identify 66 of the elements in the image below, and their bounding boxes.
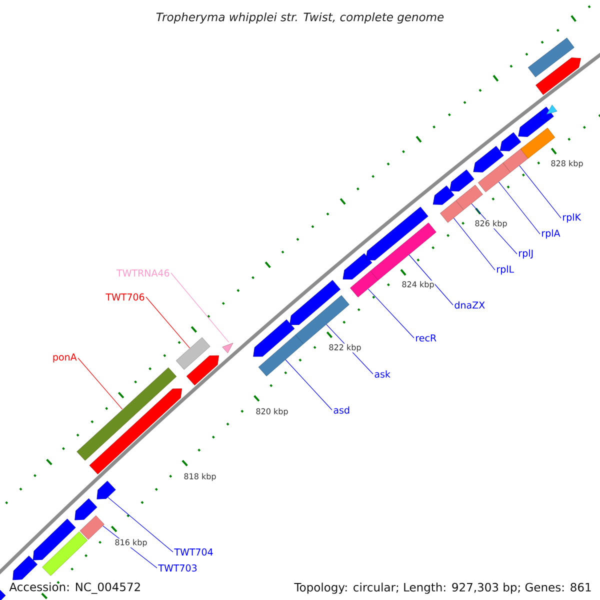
gene-block <box>500 132 522 152</box>
gene-block <box>96 480 116 500</box>
scale-label: 820 kbp <box>255 408 289 416</box>
gene-bar <box>478 162 511 192</box>
gene-label: ask <box>374 370 390 378</box>
leader-line <box>408 254 454 306</box>
gene-bar <box>440 200 464 223</box>
gene-block <box>89 388 182 474</box>
gene-block <box>342 253 372 280</box>
gene-triangle <box>546 104 558 114</box>
gene-bar <box>502 147 530 173</box>
gene-block <box>32 518 76 560</box>
scale-label: 824 kbp <box>401 280 435 290</box>
gene-block <box>253 319 295 357</box>
leader-line <box>285 359 332 410</box>
leader-line <box>170 272 230 343</box>
gene-block <box>540 106 554 121</box>
leader-line <box>78 358 123 410</box>
gene-block <box>450 170 474 192</box>
gene-block <box>473 146 504 172</box>
accession-label: Accession: NC_004572 <box>9 582 140 594</box>
title: Tropheryma whipplei str. Twist, complete genome <box>156 12 444 24</box>
scale-label: 816 kbp <box>114 538 148 548</box>
gene-bar <box>295 295 350 344</box>
gene-block <box>432 186 454 205</box>
gene-label: asd <box>334 406 350 414</box>
gene-block <box>186 355 219 386</box>
gene-label: recR <box>416 334 436 342</box>
gene-bar <box>350 270 378 298</box>
gene-label: TWT704 <box>174 548 213 556</box>
gene-bar <box>80 515 104 540</box>
scale-label: 818 kbp <box>183 472 217 482</box>
gene-block <box>518 111 548 137</box>
leader-line <box>519 165 562 218</box>
scale-label: 828 kbp <box>550 160 584 168</box>
gene-label: TWT703 <box>158 564 197 572</box>
gene-block <box>12 556 38 580</box>
leader-line <box>368 288 414 338</box>
gene-bar <box>528 38 574 78</box>
gene-label: rplJ <box>519 249 533 259</box>
leader-line <box>108 497 174 552</box>
gene-label: dnaZX <box>454 301 485 309</box>
gene-block <box>366 206 428 260</box>
gene-bar <box>520 128 556 159</box>
gene-bar <box>456 184 483 210</box>
gene-bar <box>176 337 210 370</box>
gene-triangle <box>222 342 234 354</box>
gene-block <box>290 280 340 325</box>
gene-bar <box>258 334 304 376</box>
gene-label: ponA <box>53 354 77 362</box>
gene-label: rplK <box>563 213 582 223</box>
leader-line <box>498 182 540 234</box>
scale-label: 826 kbp <box>474 220 508 228</box>
leader-line <box>453 218 496 270</box>
gene-bar <box>370 222 436 280</box>
leader-line <box>146 296 190 348</box>
scale-label: 822 kbp <box>328 344 362 352</box>
gene-label: TWT706 <box>106 293 144 301</box>
gene-bar <box>42 532 88 576</box>
gene-block <box>536 58 581 95</box>
gene-bar <box>76 367 177 461</box>
gene-block <box>74 498 98 520</box>
gene-label: TWTRNA46 <box>116 269 170 277</box>
gene-label: rplL <box>497 265 514 275</box>
genome-info-label: Topology: circular; Length: 927,303 bp; Genes: 861 <box>286 576 600 600</box>
gene-label: rplA <box>542 229 560 239</box>
